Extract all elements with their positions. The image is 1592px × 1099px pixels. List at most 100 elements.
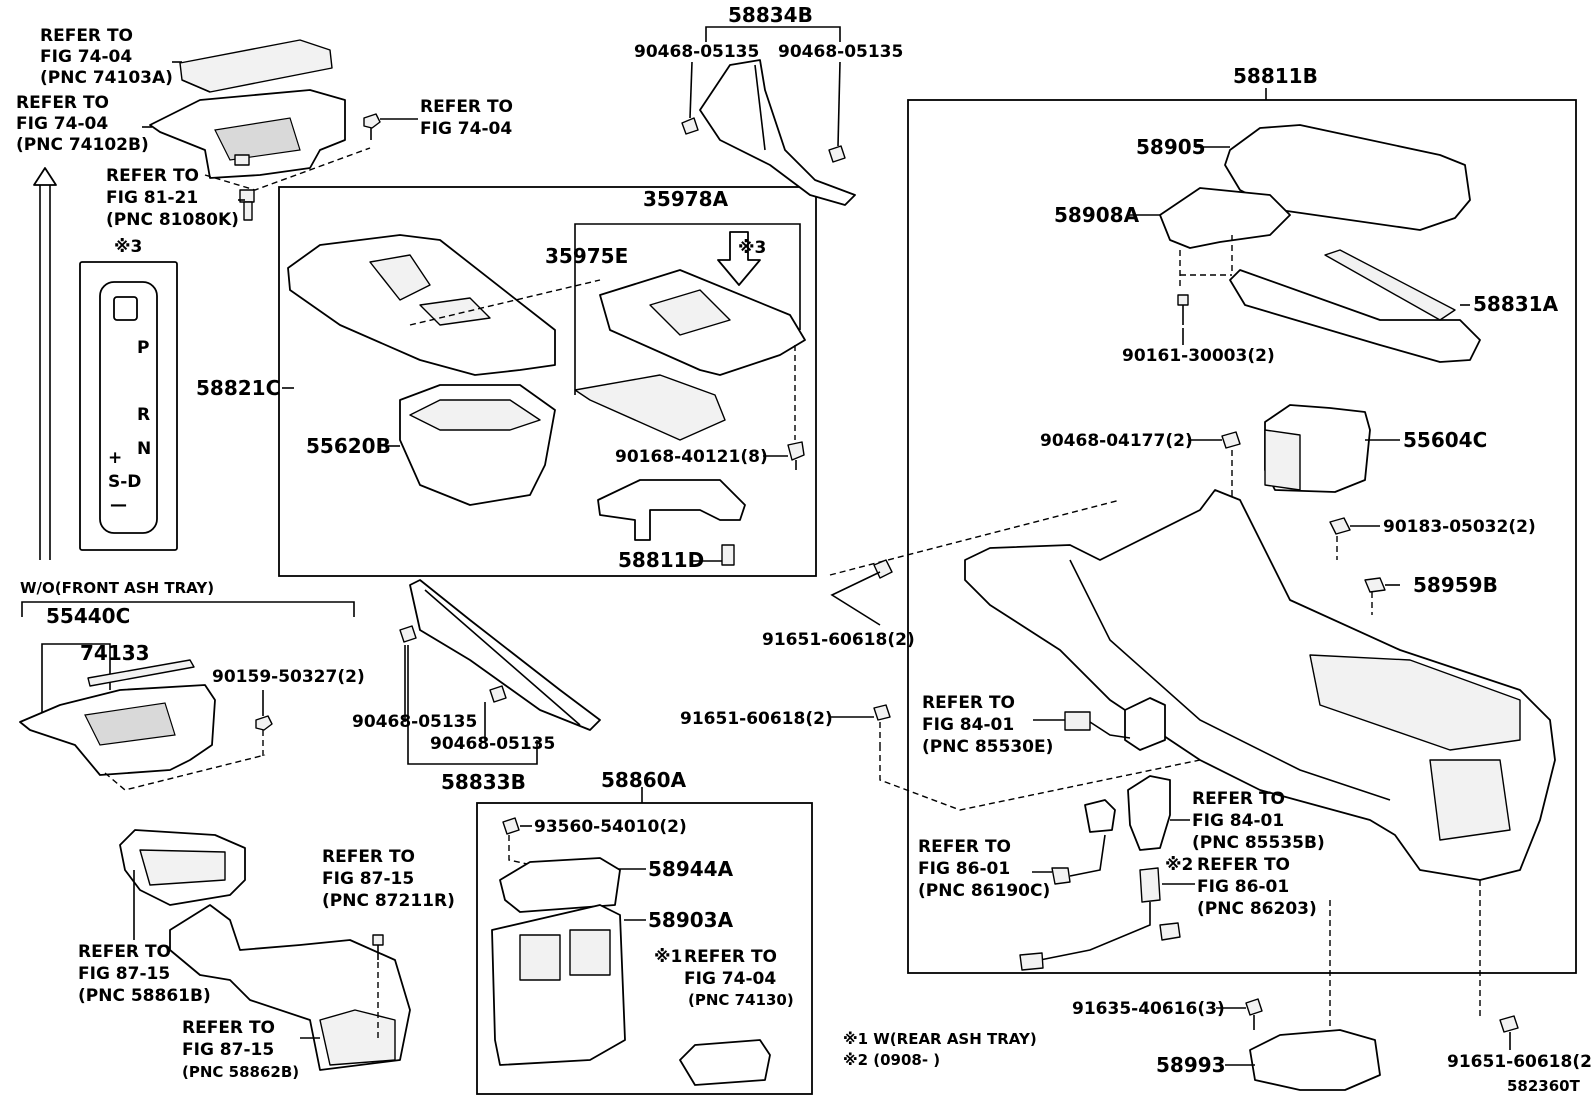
dash-93560	[508, 835, 601, 881]
svg-text:※1: ※1	[654, 947, 682, 967]
shift-r: R	[137, 405, 150, 425]
clip-58811D	[721, 544, 735, 566]
label-58834B: 58834B	[728, 3, 813, 27]
svg-text:FIG 84-01: FIG 84-01	[922, 715, 1014, 735]
leader-90468-a	[689, 61, 693, 119]
screw-90168	[787, 345, 805, 470]
label-90468-04177: 90468-04177(2)	[1040, 431, 1193, 451]
svg-text:FIG 74-04: FIG 74-04	[420, 119, 512, 139]
label-90468-05135-c: 90468-05135	[352, 712, 477, 732]
label-90468-05135-d: 90468-05135	[430, 734, 555, 754]
ref-85535B: REFER TO FIG 84-01 (PNC 85535B)	[1192, 789, 1325, 853]
svg-text:REFER TO: REFER TO	[78, 942, 171, 962]
svg-text:FIG 74-04: FIG 74-04	[16, 114, 108, 134]
svg-text:(PNC 86190C): (PNC 86190C)	[918, 881, 1050, 901]
ref-58862B: REFER TO FIG 87-15 (PNC 58862B)	[182, 1018, 299, 1081]
clip-90468-c	[399, 625, 417, 643]
svg-text:REFER TO: REFER TO	[322, 847, 415, 867]
nut-93560	[502, 817, 520, 835]
mark-3-arrow: ※3	[738, 238, 766, 258]
svg-text:FIG 87-15: FIG 87-15	[182, 1040, 274, 1060]
label-90159: 90159-50327(2)	[212, 667, 365, 687]
label-58811D: 58811D	[618, 548, 704, 572]
label-90468-05135-b: 90468-05135	[778, 42, 903, 62]
label-91635: 91635-40616(3)	[1072, 999, 1225, 1019]
svg-text:REFER TO: REFER TO	[918, 837, 1011, 857]
svg-text:REFER TO: REFER TO	[106, 166, 199, 186]
label-35978A: 35978A	[643, 187, 729, 211]
ref-86203: ※2 REFER TO FIG 86-01 (PNC 86203)	[1165, 855, 1317, 919]
screw-fig74-04	[363, 113, 381, 140]
box-58821C	[278, 186, 817, 577]
label-58831A: 58831A	[1473, 292, 1559, 316]
box-58811B	[907, 99, 1577, 974]
svg-text:FIG 87-15: FIG 87-15	[322, 869, 414, 889]
ref-58861B: REFER TO FIG 87-15 (PNC 58861B)	[78, 942, 211, 1006]
shift-p: P	[137, 338, 149, 358]
box-58860A	[476, 802, 813, 1095]
svg-text:(PNC 58862B): (PNC 58862B)	[182, 1063, 299, 1081]
svg-text:FIG 86-01: FIG 86-01	[1197, 877, 1289, 897]
strip-74133	[87, 659, 195, 687]
leader-lines	[133, 61, 1511, 1066]
svg-text:(PNC 85530E): (PNC 85530E)	[922, 737, 1053, 757]
register-58903A	[491, 904, 626, 1066]
label-58905: 58905	[1136, 135, 1206, 159]
leader-dash-1	[204, 147, 371, 191]
nut-90183	[1329, 517, 1351, 560]
switch-86190C	[1051, 799, 1116, 885]
label-58811B: 58811B	[1233, 64, 1318, 88]
label-91651-a: 91651-60618(2)	[762, 630, 915, 650]
dash-58821C-35975E	[409, 279, 601, 326]
upper-box-lid	[179, 39, 333, 93]
svg-text:(PNC 74130): (PNC 74130)	[688, 991, 794, 1009]
bezel-35975E	[599, 269, 806, 376]
svg-text:REFER TO: REFER TO	[684, 947, 777, 967]
svg-text:(PNC 58861B): (PNC 58861B)	[78, 986, 211, 1006]
shift-n: N	[137, 439, 151, 459]
nut-91651-c	[1499, 1015, 1519, 1033]
svg-text:(PNC 74102B): (PNC 74102B)	[16, 135, 149, 155]
svg-text:(PNC 85535B): (PNC 85535B)	[1192, 833, 1325, 853]
socket-85535B	[1127, 775, 1171, 851]
dash-console-2	[879, 745, 1201, 811]
mark-3-left: ※3	[114, 237, 142, 257]
bracket-58834B	[705, 26, 841, 42]
shift-plus: +	[108, 448, 122, 468]
label-58860A: 58860A	[601, 768, 687, 792]
screw-90159	[255, 715, 273, 760]
ref-87211R: REFER TO FIG 87-15 (PNC 87211R)	[322, 847, 455, 911]
armrest-lid-58905	[1224, 124, 1471, 231]
clip-58959B	[1364, 577, 1386, 615]
ref-74103A: REFER TO FIG 74-04 (PNC 74103A)	[40, 26, 173, 88]
tray-55604C	[1264, 404, 1371, 493]
svg-text:FIG 74-04: FIG 74-04	[684, 969, 776, 989]
svg-text:REFER TO: REFER TO	[922, 693, 1015, 713]
cup-holder-55620B	[399, 384, 556, 506]
duct-58861B	[119, 829, 246, 906]
label-58903A: 58903A	[648, 908, 734, 932]
bracket-35978A	[574, 223, 801, 395]
note-0908: ※2 (0908- )	[843, 1051, 940, 1069]
arrow-down-icon	[717, 231, 761, 286]
label-74133: 74133	[80, 641, 150, 665]
svg-text:FIG 81-21: FIG 81-21	[106, 188, 198, 208]
svg-text:(PNC 81080K): (PNC 81080K)	[106, 210, 239, 230]
svg-text:REFER TO: REFER TO	[16, 93, 109, 113]
screw-90161	[1177, 294, 1189, 325]
front-ash-tray-box	[19, 684, 216, 776]
svg-text:(PNC 87211R): (PNC 87211R)	[322, 891, 455, 911]
hinge-58908A	[1159, 187, 1291, 290]
bracket-74133	[41, 643, 111, 713]
harness-86203	[1019, 867, 1181, 971]
note-rear-ash-tray: ※1 W(REAR ASH TRAY)	[843, 1030, 1037, 1048]
bracket-58993	[1249, 1029, 1381, 1091]
bezel-58944A	[499, 857, 621, 913]
label-55604C: 55604C	[1403, 428, 1487, 452]
label-91651-b: 91651-60618(2)	[680, 709, 833, 729]
nut-91651-b	[873, 704, 891, 745]
label-90161: 90161-30003(2)	[1122, 346, 1275, 366]
clip-87211R	[372, 934, 384, 1040]
ref-fig74-04: REFER TO FIG 74-04	[420, 97, 513, 139]
